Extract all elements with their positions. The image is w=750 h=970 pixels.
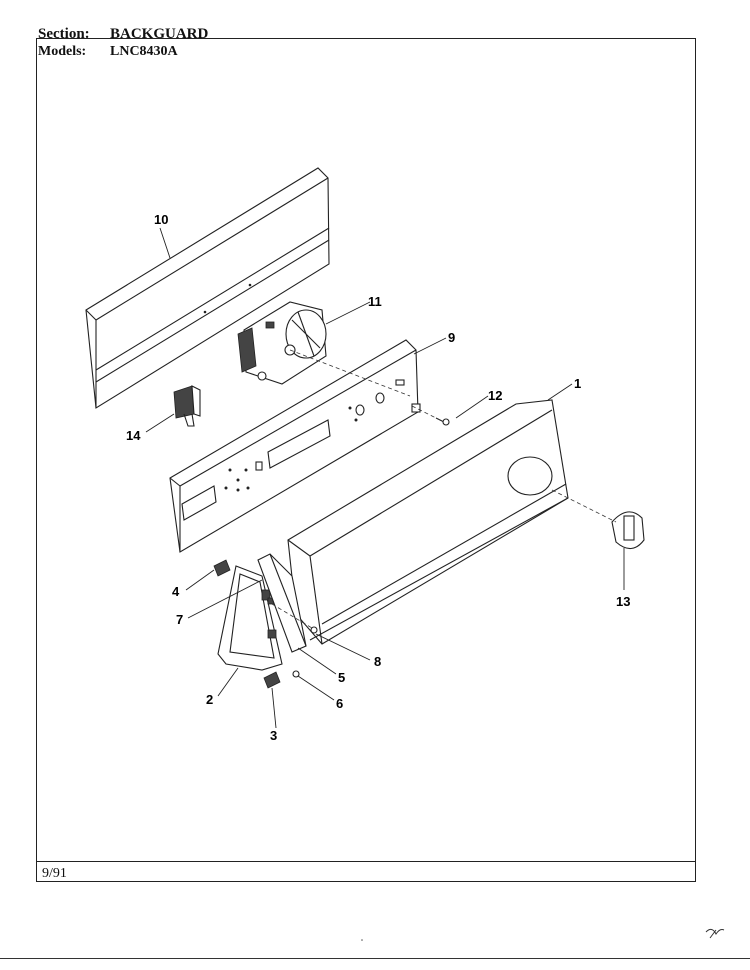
- callout-4: 4: [172, 584, 180, 599]
- models-label: Models:: [38, 44, 87, 59]
- part-9-control-panel: [169, 339, 421, 553]
- callout-2: 2: [206, 692, 213, 707]
- callout-9: 9: [448, 330, 455, 345]
- part-11-timer: [237, 301, 327, 385]
- stray-dot: [361, 939, 363, 941]
- part-6-screw: [292, 670, 300, 678]
- callout-6: 6: [336, 696, 343, 711]
- revision-date: 9/91: [42, 866, 67, 881]
- callout-14: 14: [126, 428, 141, 443]
- callout-5: 5: [338, 670, 345, 685]
- assembly-lines: [271, 349, 617, 629]
- part-8-screw: [310, 626, 318, 634]
- callout-12: 12: [488, 388, 502, 403]
- diagram-frame: [36, 38, 696, 882]
- handwritten-mark: [705, 928, 725, 939]
- part-13-knob: [611, 511, 645, 550]
- callout-3: 3: [270, 728, 277, 743]
- leader-lines: [145, 227, 625, 729]
- models-header: Models: LNC8430A: [38, 44, 178, 60]
- part-10-top-panel: [85, 167, 330, 409]
- part-4-clip: [213, 559, 231, 577]
- callout-11: 11: [368, 294, 382, 309]
- callout-7: 7: [176, 612, 183, 627]
- part-3-clip: [263, 671, 281, 689]
- page-bottom-rule: [0, 958, 750, 959]
- callout-labels: 10 11 9 12 1 14 13 4 7 8 5 6 2 3: [126, 212, 630, 743]
- models-value: LNC8430A: [110, 44, 178, 59]
- part-1-backguard: [287, 399, 569, 645]
- part-14-switch: [173, 385, 201, 427]
- part-5-bracket: [257, 553, 307, 653]
- footer-divider: [36, 861, 696, 862]
- callout-8: 8: [374, 654, 381, 669]
- part-2-end-cap: [217, 565, 283, 671]
- callout-1: 1: [574, 376, 581, 391]
- panel-holes: [224, 379, 405, 492]
- callout-13: 13: [616, 594, 630, 609]
- callout-10: 10: [154, 212, 168, 227]
